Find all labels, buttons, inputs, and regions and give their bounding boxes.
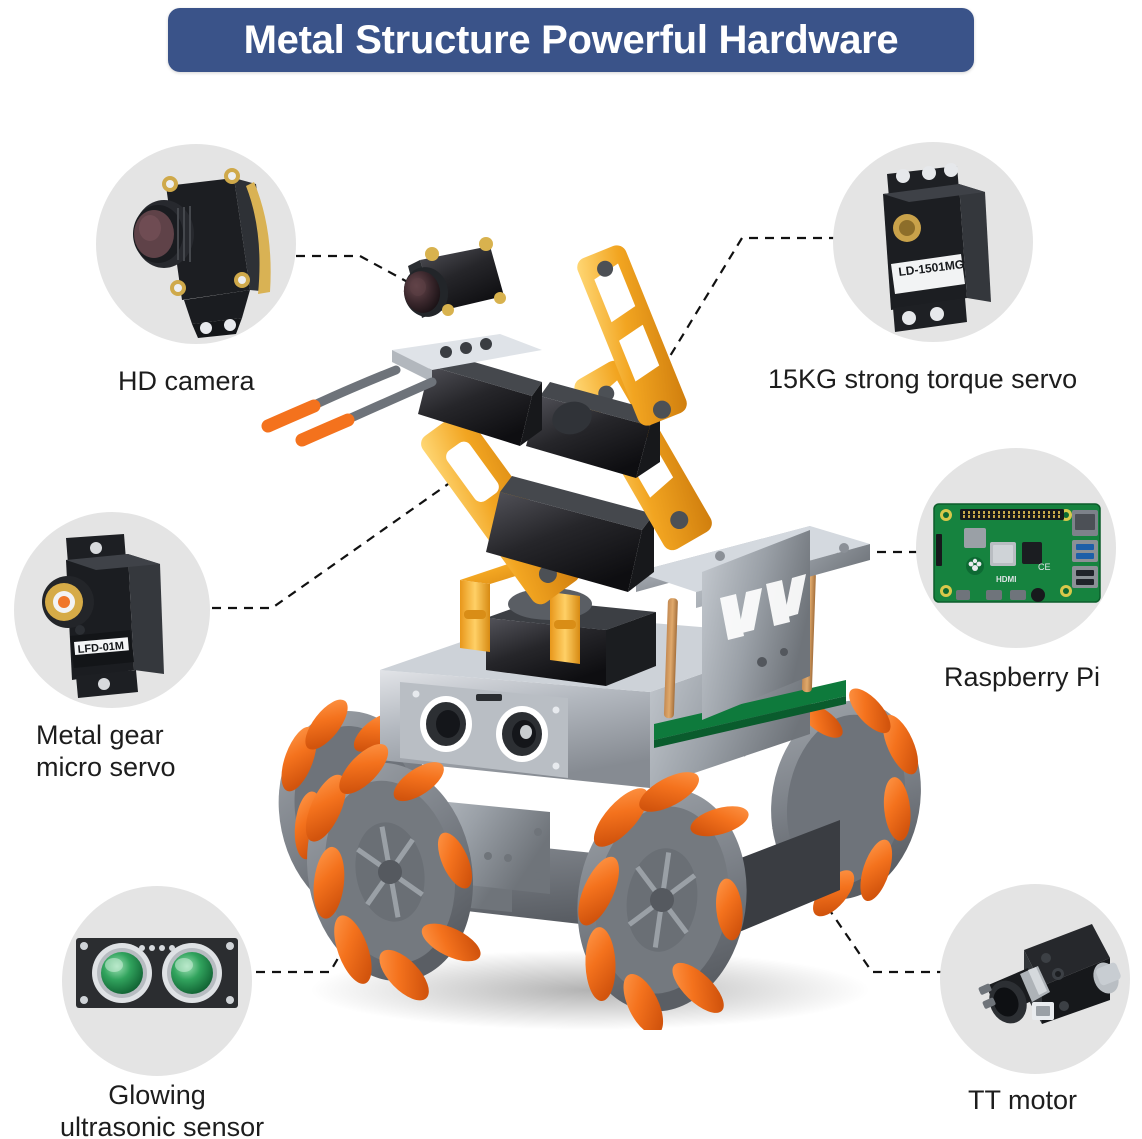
mecanum-wheel-front-right bbox=[577, 772, 749, 1035]
callout-label-raspberry-pi: Raspberry Pi bbox=[944, 662, 1101, 692]
robot-illustration bbox=[250, 200, 930, 1035]
svg-text:HDMI: HDMI bbox=[996, 575, 1016, 584]
micro-servo-part-number: LFD-01M bbox=[77, 640, 124, 656]
hd-camera-photo bbox=[133, 168, 271, 338]
callout-bubble-raspberry-pi: HDMI CE bbox=[916, 448, 1116, 648]
callout-bubble-hd-camera bbox=[96, 144, 296, 344]
arm-servo-lower bbox=[486, 476, 654, 592]
gripper bbox=[261, 334, 542, 447]
callout-bubble-tt-motor bbox=[940, 884, 1130, 1074]
micro-servo-photo: LFD-01M bbox=[42, 534, 164, 698]
callout-label-torque-servo: 15KG strong torque servo bbox=[768, 364, 1078, 394]
callout-bubble-torque-servo: LD-1501MG bbox=[833, 142, 1033, 342]
callout-label-hd-camera: HD camera bbox=[118, 366, 255, 396]
ultrasonic-sensor-photo bbox=[76, 938, 238, 1008]
callout-label-ultrasonic-sensor: Glowing ultrasonic sensor bbox=[60, 1080, 265, 1139]
callout-label-tt-motor: TT motor bbox=[968, 1085, 1078, 1115]
ground-shadow bbox=[310, 950, 870, 1030]
page-title: Metal Structure Powerful Hardware bbox=[243, 17, 899, 62]
tt-motor-photo bbox=[978, 924, 1121, 1024]
high-torque-servo-photo: LD-1501MG bbox=[883, 163, 991, 332]
ultrasonic-sensor-module bbox=[400, 682, 568, 778]
callout-bubble-ultrasonic-sensor bbox=[62, 886, 252, 1076]
svg-text:CE: CE bbox=[1038, 562, 1051, 572]
callout-label-micro-servo: Metal gear micro servo bbox=[36, 720, 176, 782]
rear-deck bbox=[636, 526, 870, 748]
raspberry-pi-photo: HDMI CE bbox=[933, 503, 1101, 603]
robotic-arm bbox=[261, 237, 712, 664]
callout-bubble-micro-servo: LFD-01M bbox=[14, 512, 210, 708]
page-title-banner: Metal Structure Powerful Hardware bbox=[168, 8, 974, 72]
mecanum-wheel-front-left bbox=[305, 744, 481, 1001]
robot-svg bbox=[261, 237, 921, 1035]
arm-servo-upper bbox=[526, 382, 660, 478]
hd-camera-module bbox=[403, 237, 506, 318]
